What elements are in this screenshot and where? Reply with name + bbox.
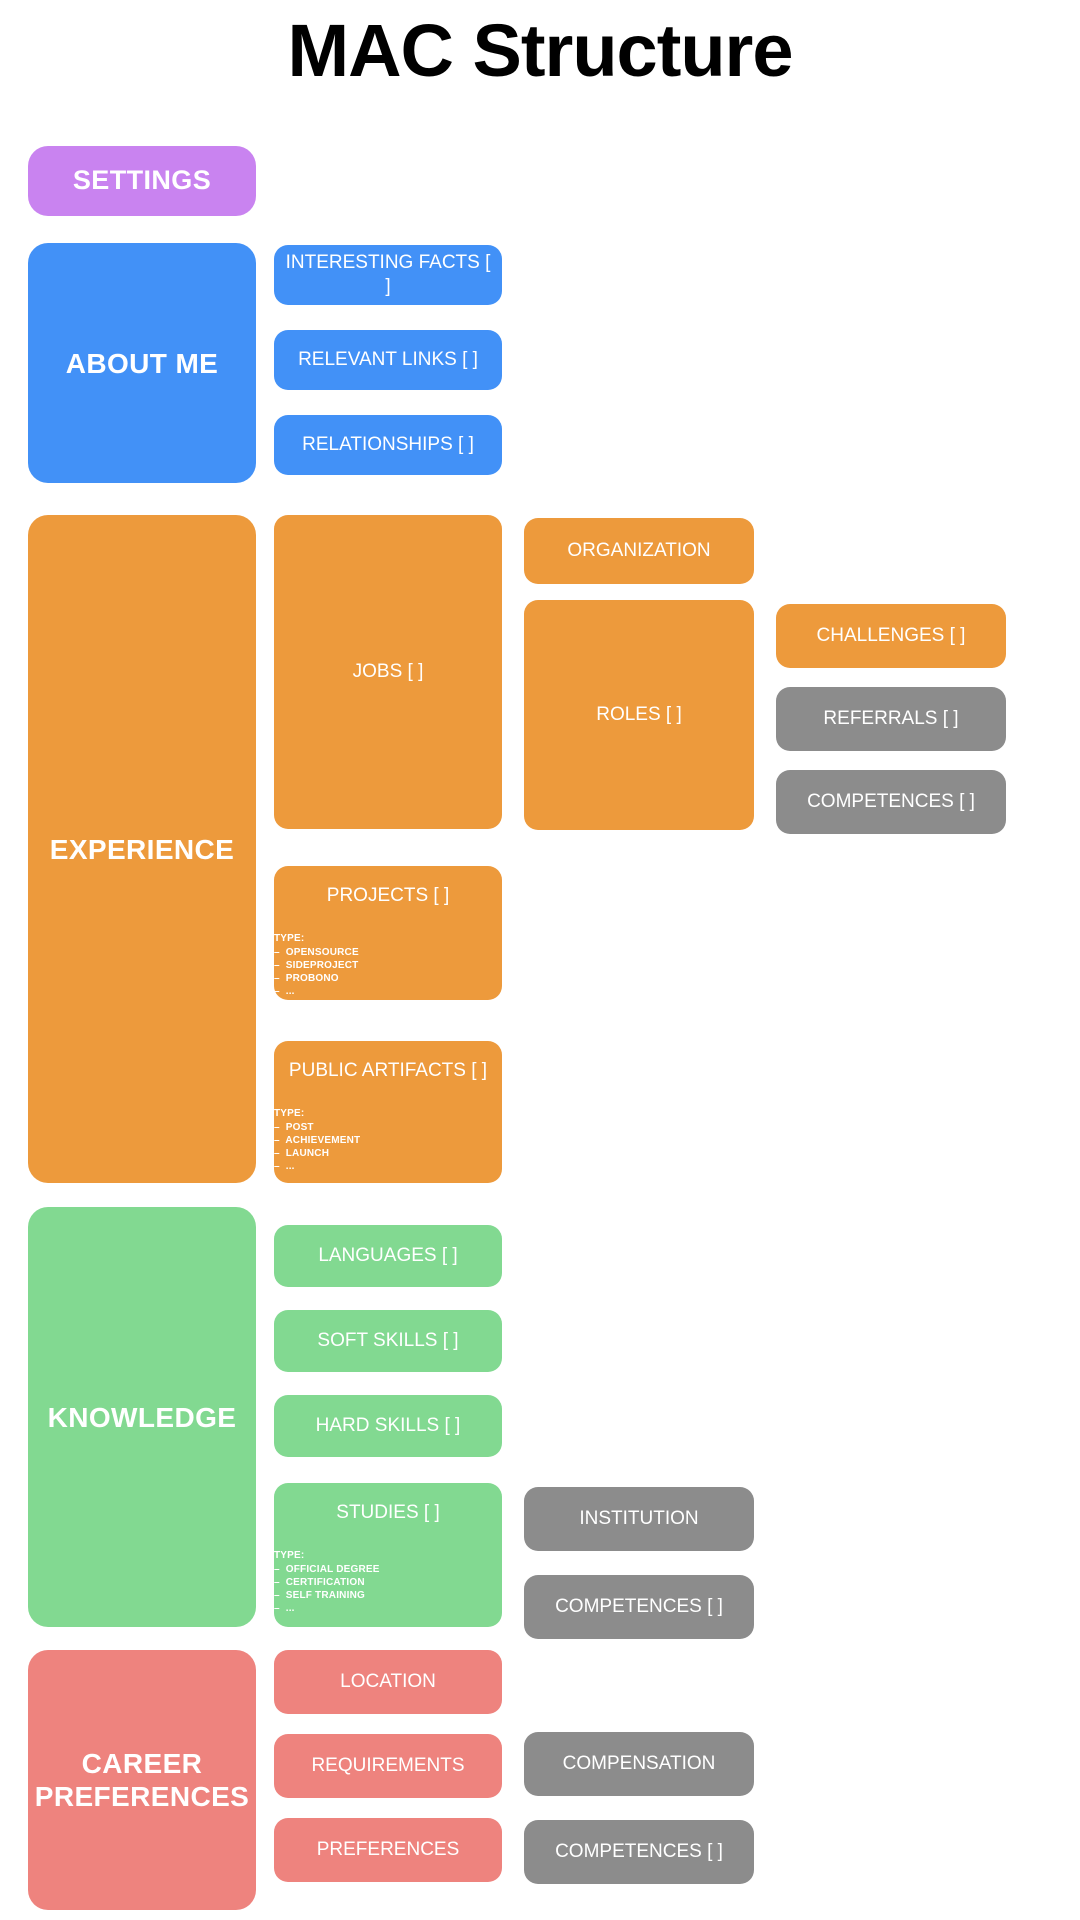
studies-type-label: TYPE:	[274, 1549, 305, 1561]
projects-type-item: – PROBONO	[274, 972, 339, 984]
studies-type-item: – CERTIFICATION	[274, 1576, 365, 1588]
block-location-label: LOCATION	[340, 1671, 436, 1693]
block-projects[interactable]: PROJECTS [ ] TYPE: – OPENSOURCE – SIDEPR…	[274, 866, 502, 1000]
block-requirements-label: REQUIREMENTS	[311, 1755, 465, 1777]
block-public-artifacts[interactable]: PUBLIC ARTIFACTS [ ] TYPE: – POST – ACHI…	[274, 1041, 502, 1183]
block-requirements[interactable]: REQUIREMENTS	[274, 1734, 502, 1798]
block-career-preferences[interactable]: CAREER PREFERENCES	[28, 1650, 256, 1910]
block-public-artifacts-label: PUBLIC ARTIFACTS [ ]	[288, 1060, 488, 1081]
block-organization-label: ORGANIZATION	[567, 540, 711, 562]
block-about-me-label: ABOUT ME	[65, 347, 219, 379]
public-artifacts-type-item: – ACHIEVEMENT	[274, 1134, 361, 1146]
block-career-preferences-label-line2: PREFERENCES	[34, 1781, 250, 1812]
block-preferences-label: PREFERENCES	[316, 1839, 460, 1861]
public-artifacts-type-label: TYPE:	[274, 1107, 305, 1119]
block-interesting-facts-label: INTERESTING FACTS [ ]	[285, 252, 491, 297]
block-career-competences-label: COMPETENCES [ ]	[555, 1841, 723, 1863]
block-hard-skills-label: HARD SKILLS [ ]	[315, 1415, 461, 1437]
block-roles-label: ROLES [ ]	[596, 704, 682, 726]
block-career-preferences-label-line1: CAREER	[81, 1747, 203, 1779]
block-relevant-links-label: RELEVANT LINKS [ ]	[298, 349, 478, 371]
projects-type-item: – ...	[274, 985, 295, 997]
block-knowledge-label: KNOWLEDGE	[47, 1401, 237, 1433]
projects-type-item: – SIDEPROJECT	[274, 959, 359, 971]
block-roles[interactable]: ROLES [ ]	[524, 600, 754, 830]
studies-type-item: – ...	[274, 1602, 295, 1614]
block-preferences[interactable]: PREFERENCES	[274, 1818, 502, 1882]
block-experience-competences[interactable]: COMPETENCES [ ]	[776, 770, 1006, 834]
block-relevant-links[interactable]: RELEVANT LINKS [ ]	[274, 330, 502, 390]
block-knowledge-competences-label: COMPETENCES [ ]	[555, 1596, 723, 1618]
block-career-competences[interactable]: COMPETENCES [ ]	[524, 1820, 754, 1884]
block-jobs[interactable]: JOBS [ ]	[274, 515, 502, 829]
page-title: MAC Structure	[287, 9, 793, 92]
block-about-me[interactable]: ABOUT ME	[28, 243, 256, 483]
block-interesting-facts[interactable]: INTERESTING FACTS [ ]	[274, 245, 502, 305]
studies-type-item: – OFFICIAL DEGREE	[274, 1563, 380, 1575]
block-settings-label: SETTINGS	[72, 165, 212, 196]
block-organization[interactable]: ORGANIZATION	[524, 518, 754, 584]
block-hard-skills[interactable]: HARD SKILLS [ ]	[274, 1395, 502, 1457]
projects-type-list: TYPE: – OPENSOURCE – SIDEPROJECT – PROBO…	[274, 932, 502, 998]
public-artifacts-type-item: – LAUNCH	[274, 1147, 330, 1159]
block-experience-competences-label: COMPETENCES [ ]	[807, 791, 975, 813]
block-knowledge[interactable]: KNOWLEDGE	[28, 1207, 256, 1627]
block-settings[interactable]: SETTINGS	[28, 146, 256, 216]
studies-type-item: – SELF TRAINING	[274, 1589, 365, 1601]
public-artifacts-type-item: – POST	[274, 1121, 314, 1133]
block-knowledge-competences[interactable]: COMPETENCES [ ]	[524, 1575, 754, 1639]
block-experience[interactable]: EXPERIENCE	[28, 515, 256, 1183]
block-languages-label: LANGUAGES [ ]	[318, 1245, 458, 1267]
block-studies-label: STUDIES [ ]	[336, 1502, 440, 1523]
block-institution-label: INSTITUTION	[579, 1508, 699, 1530]
block-location[interactable]: LOCATION	[274, 1650, 502, 1714]
block-soft-skills[interactable]: SOFT SKILLS [ ]	[274, 1310, 502, 1372]
studies-type-list: TYPE: – OFFICIAL DEGREE – CERTIFICATION …	[274, 1549, 502, 1615]
block-challenges-label: CHALLENGES [ ]	[816, 625, 966, 647]
block-studies[interactable]: STUDIES [ ] TYPE: – OFFICIAL DEGREE – CE…	[274, 1483, 502, 1627]
public-artifacts-type-list: TYPE: – POST – ACHIEVEMENT – LAUNCH – ..…	[274, 1107, 502, 1173]
block-referrals-label: REFERRALS [ ]	[823, 708, 959, 730]
block-compensation[interactable]: COMPENSATION	[524, 1732, 754, 1796]
block-referrals[interactable]: REFERRALS [ ]	[776, 687, 1006, 751]
block-relationships-label: RELATIONSHIPS [ ]	[302, 434, 474, 456]
block-institution[interactable]: INSTITUTION	[524, 1487, 754, 1551]
public-artifacts-type-item: – ...	[274, 1160, 295, 1172]
block-challenges[interactable]: CHALLENGES [ ]	[776, 604, 1006, 668]
block-soft-skills-label: SOFT SKILLS [ ]	[317, 1330, 459, 1352]
block-experience-label: EXPERIENCE	[49, 833, 235, 865]
block-languages[interactable]: LANGUAGES [ ]	[274, 1225, 502, 1287]
block-compensation-label: COMPENSATION	[562, 1753, 716, 1775]
block-projects-label: PROJECTS [ ]	[326, 885, 450, 906]
block-relationships[interactable]: RELATIONSHIPS [ ]	[274, 415, 502, 475]
projects-type-label: TYPE:	[274, 932, 305, 944]
projects-type-item: – OPENSOURCE	[274, 946, 359, 958]
block-jobs-label: JOBS [ ]	[352, 661, 424, 683]
